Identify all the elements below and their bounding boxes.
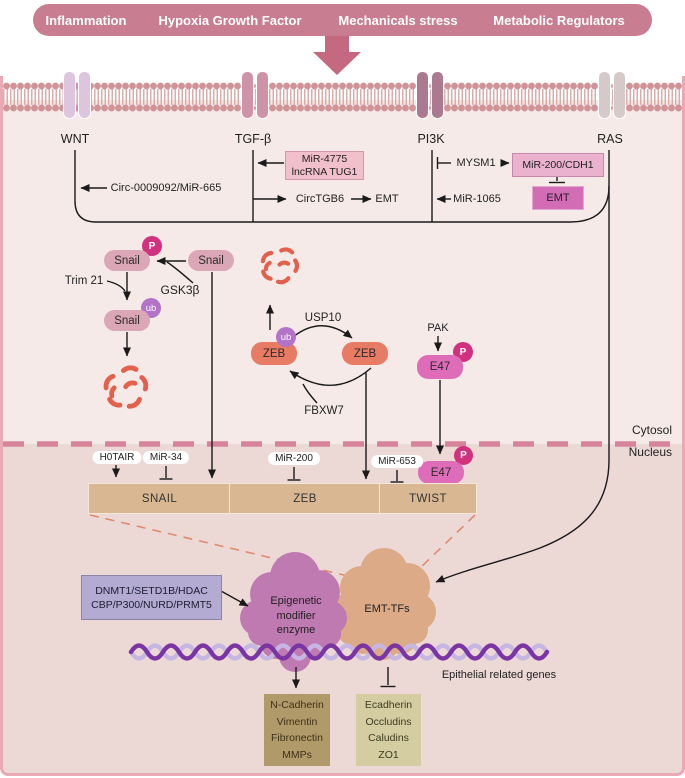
tgfb-label: TGF-β xyxy=(234,132,272,146)
zeb-label: ZEB xyxy=(262,347,286,360)
zeb-gene-box: ZEB xyxy=(229,483,381,514)
mesenchymal-gene: Fibronectin xyxy=(271,732,323,744)
dnmt-box-arrow xyxy=(220,590,249,607)
snail-pill-phosphorylated: Snail xyxy=(104,250,150,271)
banner-item-inflammation: Inflammation xyxy=(45,13,127,28)
usp10-cycle-arc xyxy=(292,325,353,339)
phospho-icon: P xyxy=(454,446,473,465)
circtgb6-label: CircTGB6 xyxy=(295,193,345,205)
mir1065-label: MiR-1065 xyxy=(453,193,501,205)
gsk3b-curve xyxy=(166,261,194,284)
epithelial-gene: ZO1 xyxy=(378,748,399,761)
mysm1-label: MYSM1 xyxy=(456,157,496,169)
funnel-dashed-lines xyxy=(89,514,476,577)
epithelial-gene: Ecadherin xyxy=(364,699,413,711)
banner-item-metabolic-regulators: Metabolic Regulators xyxy=(493,13,625,28)
snail-degraded-fragments xyxy=(106,368,146,406)
e47-label: E47 xyxy=(430,466,452,479)
epigenetic-modifiers-box: DNMT1/SETD1B/HDAC CBP/P300/NURD/PRMT5 xyxy=(81,575,222,620)
stimuli-banner: Inflammation Hypoxia Growth Factor Mecha… xyxy=(33,4,652,36)
ras-label: RAS xyxy=(597,132,623,146)
nucleus-label: Nucleus xyxy=(628,445,672,459)
membrane-outer-leaflet xyxy=(3,82,682,90)
mir4775-line1: MiR-4775 xyxy=(301,153,348,165)
pi3k-receptor xyxy=(416,71,444,119)
snail-label: Snail xyxy=(198,254,224,267)
mir34-pill: MiR-34 xyxy=(142,451,190,464)
epithelial-gene: Occludins xyxy=(365,715,412,728)
circ0009092-label: Circ-0009092/MiR-665 xyxy=(110,182,222,194)
epigenetic-box-line1: DNMT1/SETD1B/HDAC xyxy=(95,584,208,597)
epigenetic-blob-line1: Epigenetic xyxy=(270,595,322,607)
epithelial-gene: Caludins xyxy=(368,732,409,744)
emt-box: EMT xyxy=(532,186,584,210)
mir200-pill: MiR-200 xyxy=(268,452,320,465)
zeb-label: ZEB xyxy=(353,347,377,360)
snail-pill: Snail xyxy=(188,250,234,271)
twist-gene-label: TWIST xyxy=(409,492,447,505)
wnt-label: WNT xyxy=(60,132,90,146)
epithelial-genes-box: Ecadherin Occludins Caludins ZO1 xyxy=(356,694,421,766)
ras-receptor xyxy=(598,71,626,119)
zeb-pill-ubiquitinated: ZEB xyxy=(251,342,297,365)
membrane-lipid-tails xyxy=(3,89,682,105)
trim21-label: Trim 21 xyxy=(64,275,104,287)
cytosol-label: Cytosol xyxy=(631,423,672,437)
emt-tfs-label: EMT-TFs xyxy=(364,603,410,615)
mesenchymal-gene: MMPs xyxy=(282,748,312,761)
e47-label: E47 xyxy=(429,361,451,373)
snail-pill-ubiquitinated: Snail xyxy=(104,310,150,331)
dna-strand-dark xyxy=(128,643,550,661)
fbxw7-cycle-arc xyxy=(289,367,372,386)
fbxw7-label: FBXW7 xyxy=(304,405,344,417)
membrane-inner-leaflet xyxy=(3,104,682,112)
phospho-icon: P xyxy=(142,236,162,256)
pak-label: PAK xyxy=(427,322,449,334)
wnt-receptor xyxy=(63,71,91,119)
e47-pill-cytosol: E47 xyxy=(417,355,463,379)
twist-gene-box: TWIST xyxy=(379,483,477,514)
ubiquitin-label: ub xyxy=(280,331,292,343)
snail-label: Snail xyxy=(114,314,140,327)
mir200-cdh1-label: MiR-200/CDH1 xyxy=(522,159,594,171)
ubiquitin-label: ub xyxy=(145,302,157,314)
mir200-cdh1-box: MiR-200/CDH1 xyxy=(512,153,604,177)
e47-pill-nucleus: E47 xyxy=(418,461,464,484)
pi3k-label: PI3K xyxy=(417,132,445,146)
zeb-pill: ZEB xyxy=(342,342,388,365)
gsk3b-label: GSK3β xyxy=(160,283,200,297)
fbxw7-curve xyxy=(302,383,318,404)
emt-label-b: EMT xyxy=(546,192,570,204)
hotair-pill: H0TAIR xyxy=(92,451,142,464)
usp10-label: USP10 xyxy=(304,312,342,324)
emt-label-a: EMT xyxy=(375,193,399,205)
snail-label: Snail xyxy=(114,254,140,267)
epigenetic-blob-line2: modifier xyxy=(276,610,316,622)
epithelial-genes-label: Epithelial related genes xyxy=(441,669,557,681)
banner-item-hypoxia: Hypoxia Growth Factor xyxy=(158,13,302,28)
zeb-gene-label: ZEB xyxy=(293,492,317,505)
trim21-curve xyxy=(106,280,126,292)
wnt-collector-line xyxy=(74,150,610,223)
mesenchymal-genes-box: N-Cadherin Vimentin Fibronectin MMPs xyxy=(264,694,330,766)
snail-gene-label: SNAIL xyxy=(141,492,178,505)
mir653-pill: MiR-653 xyxy=(371,455,423,468)
zeb-degraded-fragments xyxy=(259,244,301,285)
snail-gene-box: SNAIL xyxy=(88,483,231,514)
banner-down-arrow xyxy=(313,36,361,75)
phospho-label: P xyxy=(459,346,467,358)
mir4775-line2: lncRNA TUG1 xyxy=(291,165,358,178)
banner-item-mechanical-stress: Mechanicals stress xyxy=(338,13,458,28)
tgfb-receptor xyxy=(241,71,269,119)
mir4775-box: MiR-4775 lncRNA TUG1 xyxy=(285,151,364,180)
phospho-label: P xyxy=(148,240,156,252)
mesenchymal-gene: N-Cadherin xyxy=(270,699,324,711)
phospho-label: P xyxy=(460,450,467,461)
epigenetic-blob-line3: enzyme xyxy=(276,624,316,636)
ubiquitin-icon: ub xyxy=(276,327,296,347)
mesenchymal-gene: Vimentin xyxy=(276,715,318,728)
ras-line-to-emt-tfs xyxy=(435,150,610,583)
epigenetic-box-line2: CBP/P300/NURD/PRMT5 xyxy=(91,598,212,611)
